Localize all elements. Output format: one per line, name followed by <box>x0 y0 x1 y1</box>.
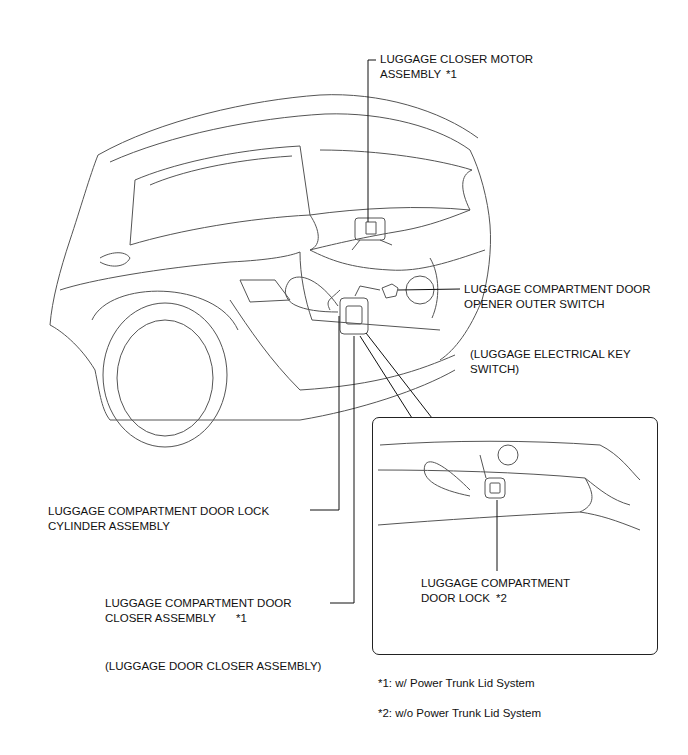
callout-number: *1 <box>446 67 457 82</box>
part-name: LUGGAGE COMPARTMENT DOOR CLOSER ASSEMBLY <box>105 596 327 626</box>
part-name: LUGGAGE COMPARTMENT DOOR OPENER OUTER SW… <box>464 282 682 312</box>
part-name: LUGGAGE COMPARTMENT DOOR LOCK <box>421 577 570 604</box>
footnote: *1: w/ Power Trunk Lid System <box>378 676 678 691</box>
part-name: LUGGAGE COMPARTMENT DOOR LOCK CYLINDER A… <box>48 504 286 534</box>
inset-label: LUGGAGE COMPARTMENT DOOR LOCK*2 <box>421 576 586 606</box>
part-name: (LUGGAGE DOOR CLOSER ASSEMBLY) <box>105 659 385 674</box>
part-name: LUGGAGE CLOSER MOTOR ASSEMBLY <box>380 52 555 82</box>
footnote: *2: w/o Power Trunk Lid System <box>378 706 678 721</box>
inset-box: LUGGAGE COMPARTMENT DOOR LOCK*2 <box>372 417 658 655</box>
callout-number: *2 <box>496 592 507 604</box>
part-name: (LUGGAGE ELECTRICAL KEY SWITCH) <box>470 347 670 377</box>
callout-number: *1 <box>236 611 247 626</box>
